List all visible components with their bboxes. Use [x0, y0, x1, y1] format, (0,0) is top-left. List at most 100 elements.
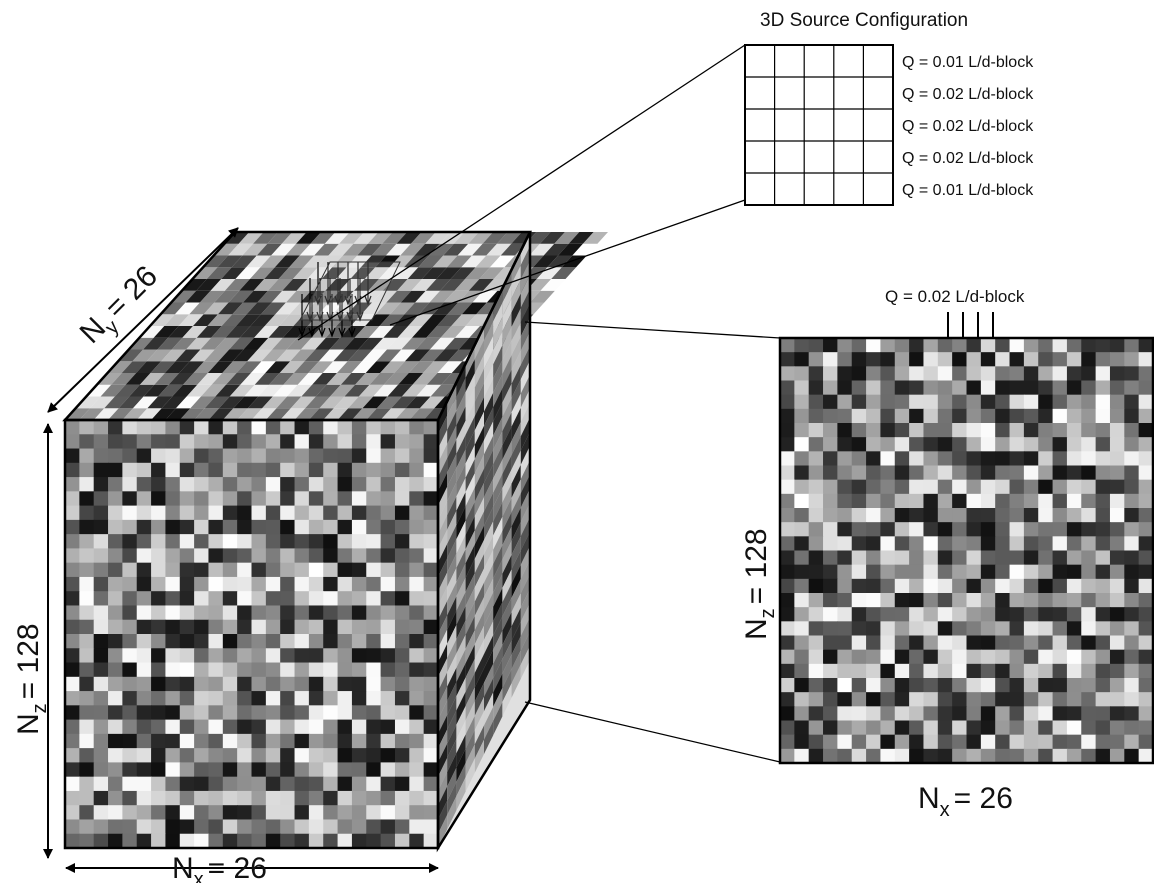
texture-block — [323, 676, 339, 692]
texture-block — [257, 290, 283, 303]
texture-block — [894, 706, 910, 722]
texture-block — [337, 548, 353, 564]
texture-block — [1009, 338, 1025, 353]
texture-block — [394, 648, 410, 664]
texture-block — [79, 505, 95, 521]
texture-block — [937, 352, 953, 367]
texture-block — [151, 662, 167, 678]
texture-block — [1124, 352, 1140, 367]
texture-block — [511, 607, 521, 641]
texture-block — [294, 534, 310, 549]
texture-block — [380, 719, 396, 735]
texture-block — [851, 423, 867, 438]
texture-block — [980, 423, 996, 438]
texture-block — [294, 762, 310, 778]
texture-block — [1023, 493, 1039, 509]
texture-block — [294, 691, 310, 706]
texture-block — [980, 621, 996, 637]
texture-block — [493, 588, 503, 622]
texture-block — [380, 408, 406, 420]
texture-block — [136, 491, 152, 507]
texture-block — [236, 361, 262, 373]
texture-block — [500, 243, 526, 256]
texture-block — [179, 605, 195, 621]
texture-block — [194, 648, 210, 664]
texture-block — [79, 776, 95, 792]
texture-block — [411, 279, 437, 291]
texture-block — [237, 619, 253, 635]
texture-block — [1009, 706, 1025, 722]
texture-block — [194, 619, 210, 635]
texture-block — [1081, 493, 1097, 509]
texture-block — [122, 562, 138, 578]
texture-block — [465, 314, 491, 326]
texture-block — [465, 715, 475, 749]
texture-block — [520, 246, 530, 280]
texture-block — [93, 648, 109, 664]
texture-block — [122, 505, 138, 521]
texture-block — [474, 711, 484, 745]
texture-block — [136, 591, 152, 607]
texture-block — [179, 776, 195, 792]
texture-block — [851, 522, 867, 537]
texture-block — [923, 678, 939, 693]
texture-block — [880, 621, 896, 637]
texture-block — [194, 733, 210, 749]
texture-block — [165, 505, 181, 521]
texture-block — [474, 540, 484, 574]
texture-block — [222, 676, 238, 692]
texture-block — [909, 734, 925, 750]
texture-block — [937, 607, 953, 622]
texture-block — [136, 833, 152, 849]
texture-block — [423, 719, 439, 735]
texture-block — [1081, 465, 1097, 481]
texture-block — [366, 619, 382, 635]
texture-block — [1095, 352, 1111, 367]
texture-block — [851, 663, 867, 679]
texture-block — [837, 550, 853, 566]
texture-block — [794, 423, 810, 438]
texture-block — [280, 776, 296, 792]
texture-block — [794, 437, 810, 452]
texture-block — [136, 676, 152, 692]
texture-block — [447, 425, 457, 459]
texture-block — [251, 562, 267, 578]
texture-block — [923, 564, 939, 580]
texture-block — [484, 678, 494, 712]
texture-block — [937, 692, 953, 707]
texture-block — [447, 510, 457, 544]
texture-block — [1038, 649, 1054, 665]
texture-block — [151, 790, 167, 806]
texture-block — [465, 758, 475, 792]
texture-block — [1109, 536, 1125, 552]
texture-block — [237, 676, 253, 692]
texture-block — [894, 621, 910, 637]
texture-block — [866, 408, 882, 424]
texture-block — [520, 617, 530, 651]
texture-block — [315, 337, 341, 350]
texture-block — [808, 408, 824, 424]
texture-block — [280, 576, 296, 592]
texture-block — [474, 440, 484, 474]
texture-block — [423, 462, 439, 478]
texture-block — [866, 748, 882, 764]
texture-block — [1124, 408, 1140, 424]
texture-block — [165, 448, 181, 464]
texture-block — [256, 243, 282, 256]
texture-block — [222, 505, 238, 521]
texture-block — [65, 462, 80, 478]
texture-block — [1066, 479, 1082, 495]
texture-block — [222, 605, 238, 621]
texture-block — [780, 593, 795, 608]
texture-block — [179, 420, 195, 435]
texture-block — [851, 550, 867, 566]
texture-block — [923, 437, 939, 452]
texture-block — [1124, 720, 1140, 736]
texture-block — [294, 833, 310, 849]
texture-block — [394, 776, 410, 792]
texture-block — [837, 564, 853, 580]
texture-block — [1124, 607, 1140, 622]
texture-block — [265, 819, 281, 835]
texture-block — [995, 536, 1011, 552]
source-arrowhead — [338, 327, 346, 338]
